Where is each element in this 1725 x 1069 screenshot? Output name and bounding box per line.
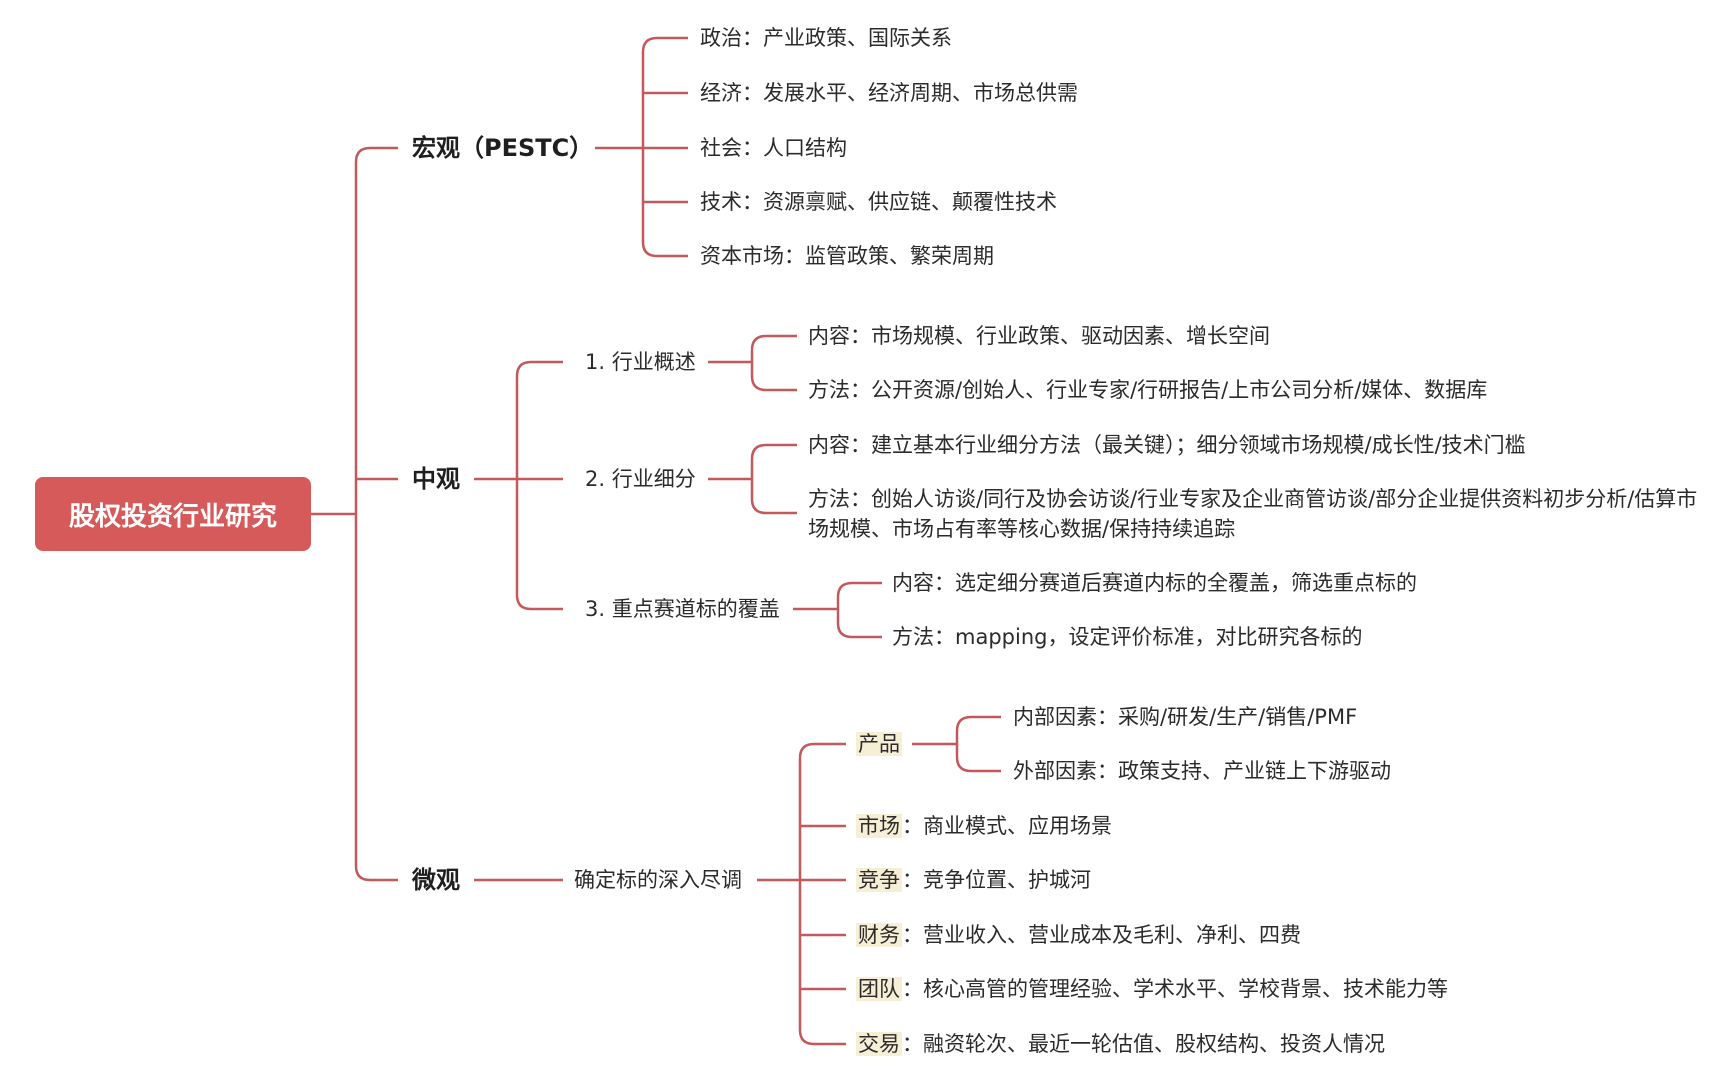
meso-branch-overview: 1. 行业概述 bbox=[585, 350, 696, 374]
segmentation-method: 方法：创始人访谈/同行及协会访谈/行业专家及企业商管访谈/部分企业提供资料初步分… bbox=[808, 487, 1698, 541]
macro-node: 宏观（PESTC） bbox=[412, 134, 594, 162]
macro-item-economy: 经济：发展水平、经济周期、市场总供需 bbox=[700, 81, 1078, 105]
micro-deal: 交易：融资轮次、最近一轮估值、股权结构、投资人情况 bbox=[856, 1029, 1385, 1059]
team-text: ：核心高管的管理经验、学术水平、学校背景、技术能力等 bbox=[902, 977, 1448, 1001]
overview-method: 方法：公开资源/创始人、行业专家/行研报告/上市公司分析/媒体、数据库 bbox=[808, 378, 1488, 402]
micro-market: 市场：商业模式、应用场景 bbox=[856, 811, 1112, 841]
meso-branch-track-coverage: 3. 重点赛道标的覆盖 bbox=[585, 597, 780, 621]
market-key: 市场 bbox=[856, 814, 902, 838]
track-coverage-method: 方法：mapping，设定评价标准，对比研究各标的 bbox=[892, 625, 1363, 649]
deal-key: 交易 bbox=[856, 1032, 902, 1056]
segmentation-content: 内容：建立基本行业细分方法（最关键）；细分领域市场规模/成长性/技术门槛 bbox=[808, 433, 1526, 457]
meso-node: 中观 bbox=[412, 465, 460, 493]
market-text: ：商业模式、应用场景 bbox=[902, 814, 1112, 838]
product-key: 产品 bbox=[856, 732, 902, 756]
macro-item-technology: 技术：资源禀赋、供应链、颠覆性技术 bbox=[700, 190, 1057, 214]
track-coverage-content: 内容：选定细分赛道后赛道内标的全覆盖，筛选重点标的 bbox=[892, 571, 1417, 595]
overview-content: 内容：市场规模、行业政策、驱动因素、增长空间 bbox=[808, 324, 1270, 348]
team-key: 团队 bbox=[856, 977, 902, 1001]
micro-node: 微观 bbox=[412, 866, 460, 894]
micro-product: 产品 bbox=[856, 729, 902, 759]
macro-item-society: 社会：人口结构 bbox=[700, 136, 847, 160]
micro-due-diligence: 确定标的深入尽调 bbox=[574, 868, 742, 892]
deal-text: ：融资轮次、最近一轮估值、股权结构、投资人情况 bbox=[902, 1032, 1385, 1056]
competition-key: 竞争 bbox=[856, 868, 902, 892]
macro-item-capital-market: 资本市场：监管政策、繁荣周期 bbox=[700, 244, 994, 268]
product-internal-factors: 内部因素：采购/研发/生产/销售/PMF bbox=[1013, 705, 1358, 729]
finance-key: 财务 bbox=[856, 923, 902, 947]
micro-competition: 竞争：竞争位置、护城河 bbox=[856, 865, 1091, 895]
meso-branch-segmentation: 2. 行业细分 bbox=[585, 467, 696, 491]
finance-text: ：营业收入、营业成本及毛利、净利、四费 bbox=[902, 923, 1301, 947]
root-node: 股权投资行业研究 bbox=[35, 477, 311, 551]
competition-text: ：竞争位置、护城河 bbox=[902, 868, 1091, 892]
macro-item-politics: 政治：产业政策、国际关系 bbox=[700, 26, 952, 50]
product-external-factors: 外部因素：政策支持、产业链上下游驱动 bbox=[1013, 759, 1391, 783]
micro-team: 团队：核心高管的管理经验、学术水平、学校背景、技术能力等 bbox=[856, 974, 1448, 1004]
micro-finance: 财务：营业收入、营业成本及毛利、净利、四费 bbox=[856, 920, 1301, 950]
